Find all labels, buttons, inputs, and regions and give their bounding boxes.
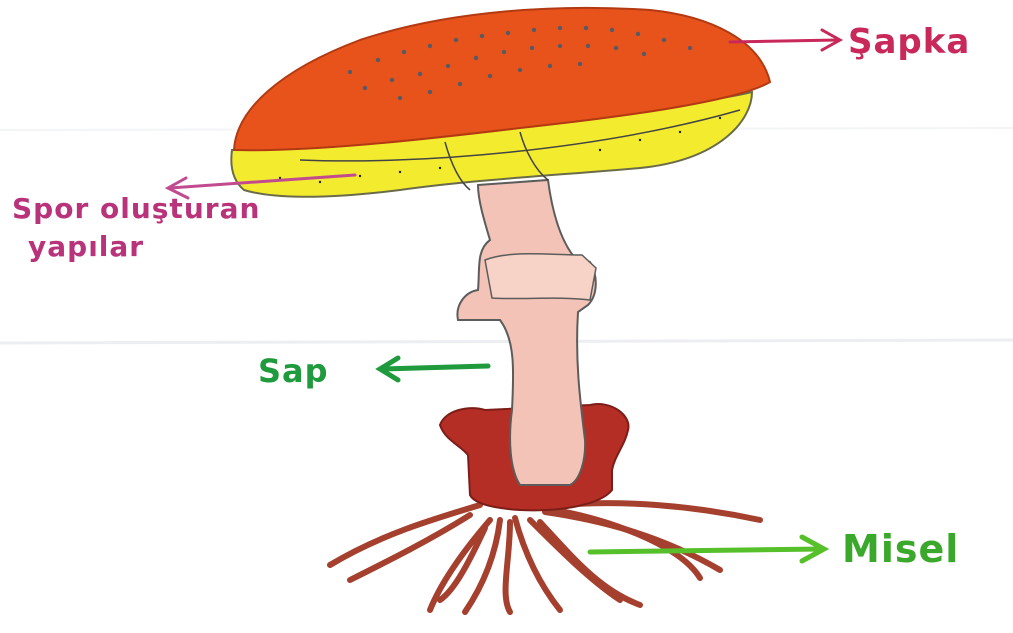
arrow-mycelium (590, 537, 824, 561)
label-cap: Şapka (848, 22, 970, 62)
mushroom-ring (485, 254, 596, 300)
mycelium-roots (330, 503, 760, 612)
label-spore-structures-line1: Spor oluşturan (12, 192, 260, 225)
label-stalk: Sap (258, 352, 329, 390)
paper-fold-line (0, 340, 1013, 343)
label-mycelium: Misel (842, 527, 959, 571)
arrow-stalk (380, 358, 488, 380)
label-spore-structures-line2: yapılar (28, 230, 144, 263)
